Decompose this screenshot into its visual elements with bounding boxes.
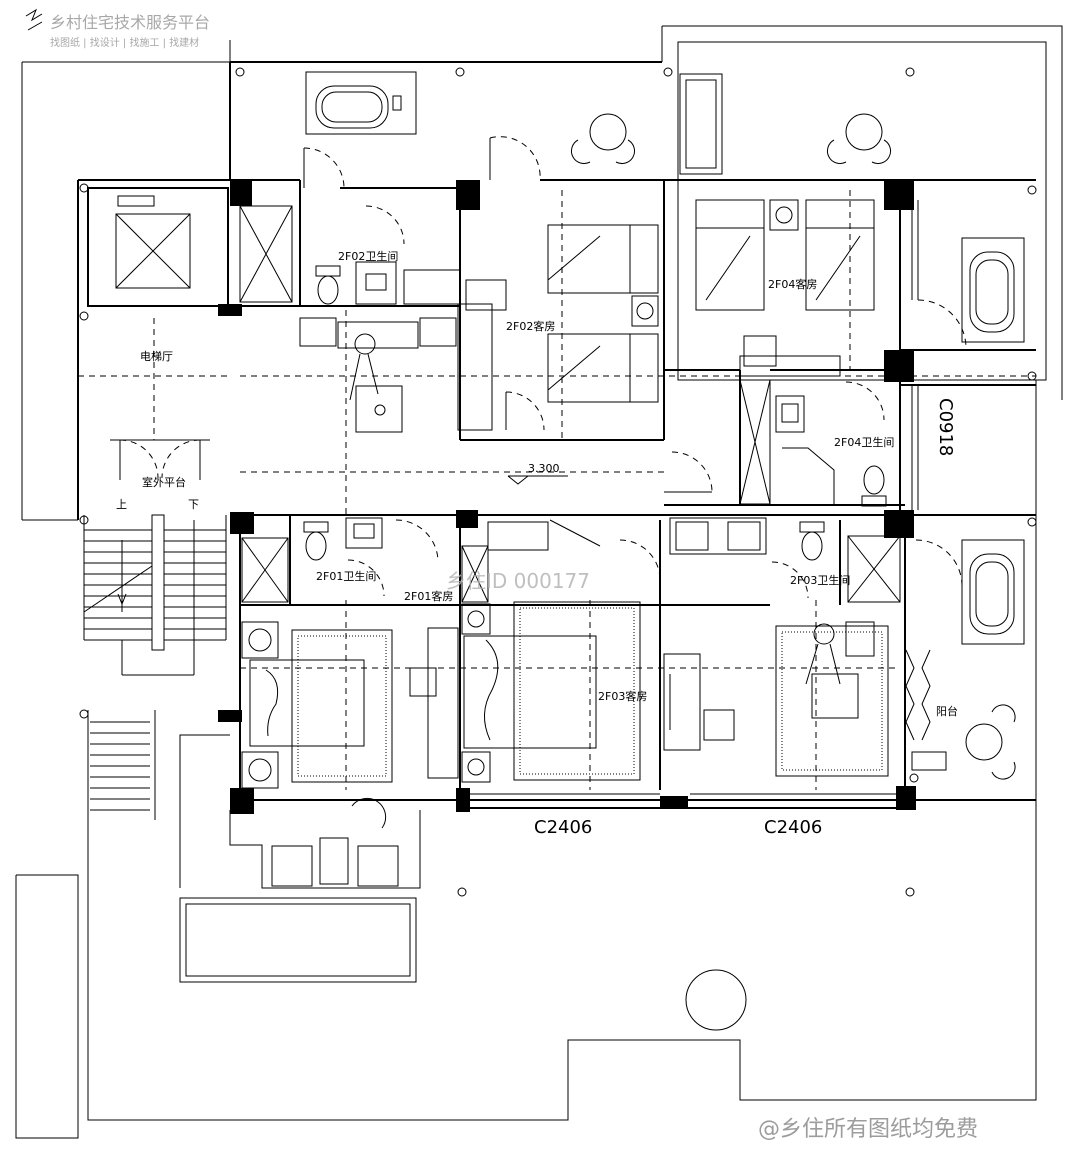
room-label-2f04-bath: 2F04卫生间 [834, 435, 894, 449]
toilet-2f04 [861, 465, 887, 507]
site-outline [15, 25, 1063, 1139]
site-markers [79, 67, 1037, 897]
round-table-terrace [685, 969, 747, 1031]
room-label-2f01-guest: 2F01客房 [404, 589, 453, 603]
toilet-2f02 [315, 265, 341, 305]
table-set-balcony [965, 704, 1016, 780]
nightstand-2f02 [631, 295, 659, 327]
room-label-outdoor-platform: 室外平台 [142, 475, 186, 489]
watermark-brand: 乡村住宅技术服务平台 [50, 13, 210, 32]
rug-2f03-bath [775, 625, 889, 777]
shower-2f01 [241, 537, 289, 603]
top-left-booth [679, 73, 723, 175]
room-label-2f03-bath: 2F03卫生间 [790, 573, 850, 587]
room-label-2f02-bath: 2F02卫生间 [338, 249, 398, 263]
shower-2f03 [847, 535, 901, 603]
sinks-2f03 [669, 517, 767, 555]
wardrobe-middle [461, 519, 601, 603]
nightstand-2f04 [769, 199, 799, 231]
room-label-2f01-bath: 2F01卫生间 [316, 569, 376, 583]
room-label-2f04-guest: 2F04客房 [768, 277, 817, 291]
room-label-balcony: 阳台 [936, 704, 958, 718]
table-set-top-2 [826, 113, 892, 165]
bed-2f01 [241, 621, 393, 789]
table-set-top-1 [570, 113, 636, 165]
sink-2f02 [355, 261, 461, 305]
outdoor-door-left [110, 439, 210, 480]
bed-2f04-left [695, 199, 765, 311]
sink-2f04 [775, 395, 805, 433]
ceiling-grid [78, 190, 1036, 790]
bed-2f03 [461, 601, 641, 783]
person-at-desk-2f02 [299, 317, 457, 433]
toilet-2f03 [799, 521, 825, 561]
bed-2f02-upper [547, 224, 659, 294]
watermark-tagline: 找图纸 | 找设计 | 找施工 | 找建材 [50, 36, 199, 49]
window-label-left: C2406 [534, 817, 592, 838]
door-swings [303, 136, 967, 771]
bed-2f04-right [805, 199, 875, 311]
window-label-side: C0918 [935, 398, 956, 456]
desk-2f03 [663, 653, 735, 751]
sink-2f01 [345, 517, 383, 549]
watermark-bottom: @乡住所有图纸均免费 [758, 1117, 978, 1142]
elevation-label: 3.300 [528, 462, 560, 475]
room-label-2f02-guest: 2F02客房 [506, 319, 555, 333]
stair-up-label: 上 [116, 498, 127, 511]
shower-2f04 [739, 379, 835, 505]
bathtub-right-mid [961, 539, 1025, 645]
bathtub-right-top [961, 237, 1025, 343]
room-label-elevator-hall: 电梯厅 [140, 350, 173, 363]
room-labels: 2F02卫生间 2F02客房 2F04客房 2F04卫生间 电梯厅 室外平台 2… [140, 249, 958, 718]
bathtub-top [305, 71, 417, 135]
main-walls [77, 61, 1036, 809]
stair-down-label: 下 [188, 498, 199, 511]
room-label-2f03-guest: 2F03客房 [598, 689, 647, 703]
structural-columns [218, 180, 916, 814]
staircase [83, 514, 227, 811]
watermark-center-id: 乡住ID 000177 [446, 569, 590, 593]
window-label-right: C2406 [764, 817, 822, 838]
desk-bottom-terrace [271, 797, 399, 887]
elevation-marker [507, 475, 568, 485]
desk-2f02 [457, 279, 507, 431]
shower-2f02 [239, 205, 293, 303]
toilet-2f01 [303, 521, 329, 561]
bed-2f02-lower [547, 333, 659, 403]
desk-2f01 [409, 627, 459, 779]
watermark-logo [25, 8, 43, 31]
person-at-desk-2f03 [805, 621, 875, 685]
